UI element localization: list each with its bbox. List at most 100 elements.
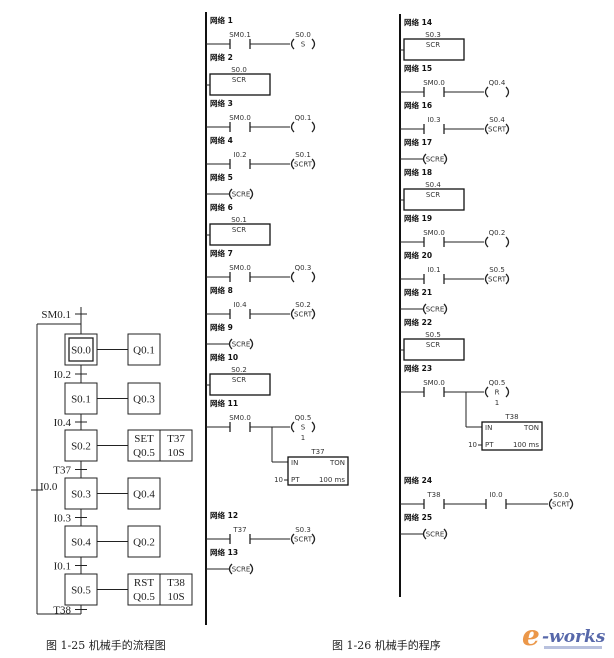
timer-base: 100 ms — [513, 441, 539, 449]
svg-text:-works: -works — [542, 627, 606, 647]
contact: SM0.0 — [423, 79, 445, 97]
coil-instruction: SCRE — [426, 531, 445, 539]
coil-right-arc — [311, 271, 316, 283]
sfc-initial-inner-box — [68, 337, 94, 362]
sfc-transition-label: SM0.1 — [41, 309, 71, 321]
coil-left-arc — [484, 236, 489, 248]
timer-base: 100 ms — [319, 476, 345, 484]
coil: Q0.1 — [290, 114, 316, 133]
coil-left-arc — [290, 158, 295, 170]
scr-label: SCR — [232, 226, 246, 234]
coil-left-arc — [290, 421, 295, 433]
scr-address: S0.2 — [231, 366, 247, 374]
coil-right-arc — [505, 123, 510, 135]
svg-text:e: e — [522, 620, 540, 652]
scr-label: SCR — [232, 376, 246, 384]
contact-address: I0.3 — [427, 116, 440, 124]
coil-right-arc — [249, 338, 254, 350]
coil-instruction: SCRT — [294, 536, 313, 544]
sfc-timer-label: 10S — [167, 447, 184, 459]
coil-left-arc — [422, 303, 427, 315]
timer-pt-pin: PT — [291, 476, 300, 484]
contact: SM0.1 — [229, 31, 251, 49]
coil-left-arc — [290, 38, 295, 50]
contact: SM0.0 — [229, 264, 251, 282]
coil-address: S0.1 — [295, 151, 311, 159]
sfc-step-box — [64, 429, 98, 462]
eworks-logo: e -works — [520, 620, 608, 654]
contact: SM0.0 — [423, 379, 445, 397]
contact: I0.2 — [229, 151, 251, 169]
network-label: 网络 19 — [404, 213, 432, 223]
coil-right-arc — [311, 421, 316, 433]
scr-address: S0.4 — [425, 181, 441, 189]
sfc-transition-label: I0.0 — [40, 481, 58, 493]
coil-count: 1 — [495, 399, 499, 407]
sfc-step-label: S0.2 — [71, 441, 91, 453]
coil-right-arc — [311, 38, 316, 50]
coil-right-arc — [249, 188, 254, 200]
contact-address: I0.2 — [233, 151, 246, 159]
coil-address: S0.5 — [489, 266, 505, 274]
network-label: 网络 13 — [210, 547, 238, 557]
coil-address: S0.0 — [295, 31, 311, 39]
coil-right-arc — [443, 528, 448, 540]
network-label: 网络 11 — [210, 398, 238, 408]
contact-address: SM0.0 — [229, 114, 251, 122]
coil-left-arc — [422, 153, 427, 165]
network-label: 网络 12 — [210, 510, 238, 520]
coil-address: S0.3 — [295, 526, 311, 534]
timer-pt-pin: PT — [485, 441, 494, 449]
sfc-action-label: Q0.1 — [133, 345, 155, 357]
sfc-step-box — [64, 573, 98, 606]
sfc-timer-label: T38 — [167, 577, 185, 589]
coil-right-arc — [311, 308, 316, 320]
coil-right-arc — [311, 158, 316, 170]
sfc-timer-label: 10S — [167, 591, 184, 603]
coil-instruction: SCRT — [488, 276, 507, 284]
sfc-action-box — [127, 382, 161, 415]
sfc-action-label: Q0.2 — [133, 537, 155, 549]
coil-left-arc — [484, 86, 489, 98]
timer-preset: 10 — [468, 441, 477, 449]
network-label: 网络 24 — [404, 475, 432, 485]
sfc-step-label: S0.3 — [71, 489, 91, 501]
sfc-action-label: Q0.3 — [133, 394, 155, 406]
contact-address: SM0.0 — [423, 379, 445, 387]
coil-address: S0.2 — [295, 301, 311, 309]
contact-address: SM0.0 — [229, 414, 251, 422]
timer-box — [287, 456, 349, 486]
sfc-step-label: S0.1 — [71, 394, 91, 406]
scr-address: S0.0 — [231, 66, 247, 74]
network-label: 网络 23 — [404, 363, 432, 373]
network-5: 网络 5 SCRE — [206, 172, 254, 200]
coil-left-arc — [290, 308, 295, 320]
coil-left-arc — [484, 273, 489, 285]
contact-address: I0.1 — [427, 266, 440, 274]
contact: T37 — [229, 526, 251, 544]
sfc-step-label: S0.4 — [71, 537, 91, 549]
contact: I0.4 — [229, 301, 251, 319]
network-label: 网络 5 — [210, 172, 233, 182]
coil-address: Q0.1 — [295, 114, 312, 122]
coil-right-arc — [505, 236, 510, 248]
contact: I0.0 — [485, 491, 507, 509]
coil: SCRE — [228, 188, 254, 200]
